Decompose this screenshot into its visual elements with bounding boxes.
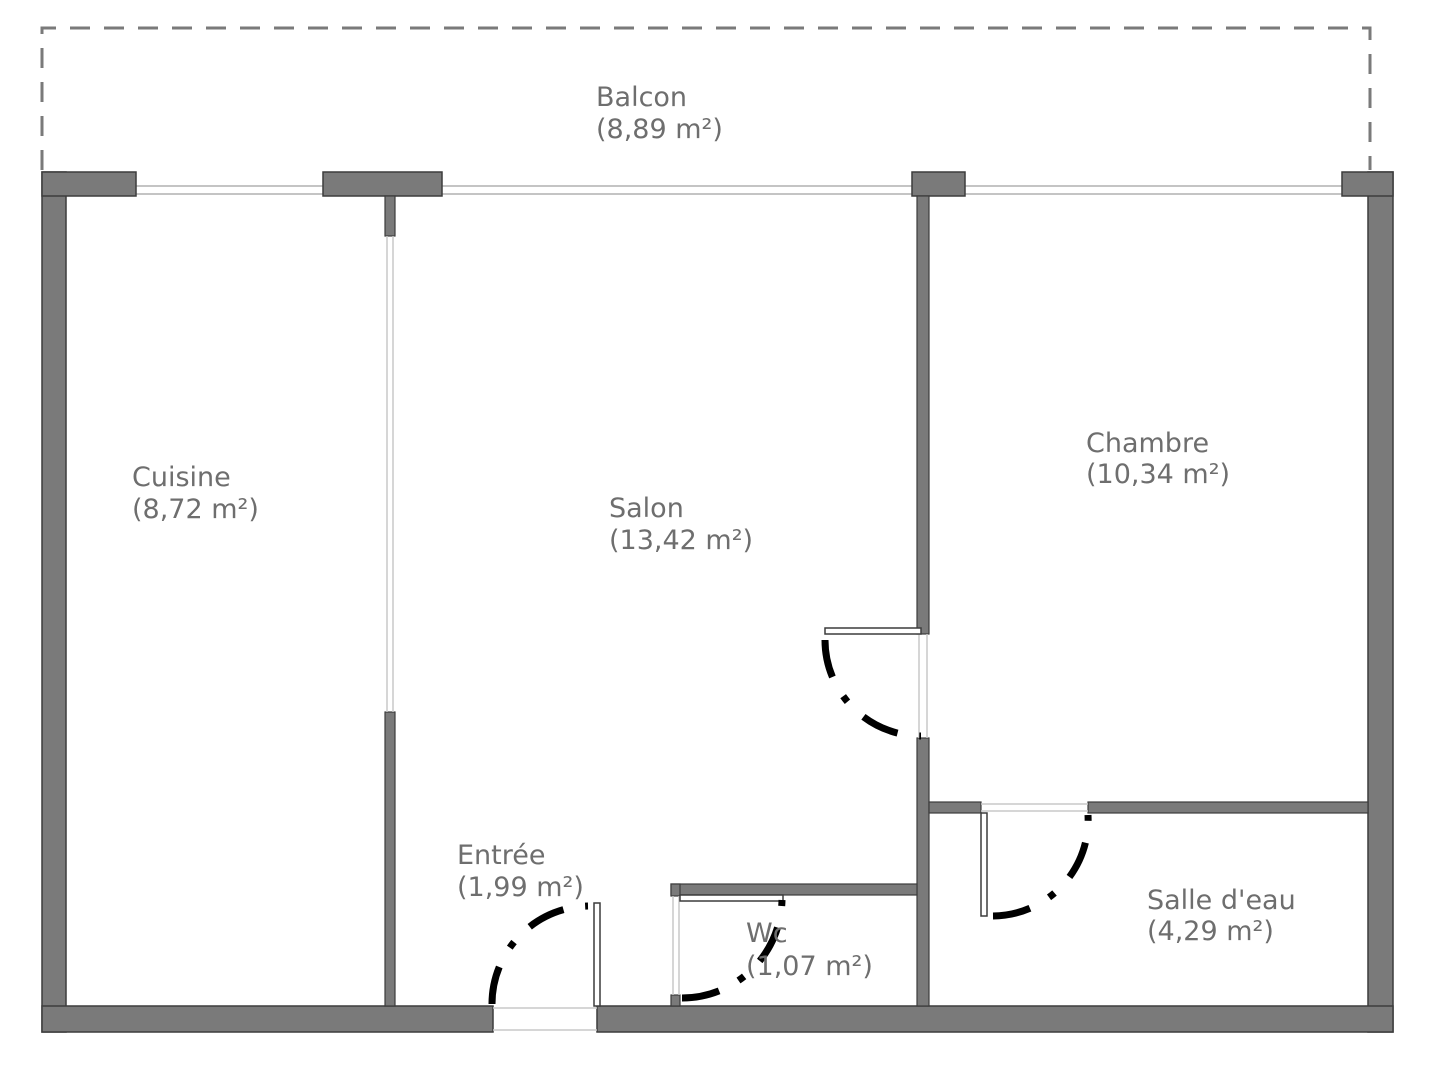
room-name: Entrée <box>457 840 546 871</box>
room-name: Cuisine <box>132 462 231 493</box>
room-name: Salon <box>609 493 684 524</box>
room-area: (8,72 m²) <box>132 494 259 525</box>
door-chambre <box>821 627 922 740</box>
room-area: (4,29 m²) <box>1147 916 1274 947</box>
room-name: Salle d'eau <box>1147 885 1296 916</box>
room-label-salle-eau: Salle d'eau (4,29 m²) <box>1147 885 1296 947</box>
room-label-balcon: Balcon (8,89 m²) <box>596 82 723 145</box>
room-area: (10,34 m²) <box>1086 459 1230 490</box>
room-label-entree: Entrée (1,99 m²) <box>457 840 584 903</box>
room-label-cuisine: Cuisine (8,72 m²) <box>132 462 259 525</box>
door-entree <box>488 902 601 1007</box>
room-area: (13,42 m²) <box>609 525 753 556</box>
room-name: Chambre <box>1086 428 1209 459</box>
room-name: Wc <box>746 918 788 949</box>
room-area: (1,07 m²) <box>746 951 873 982</box>
room-area: (1,99 m²) <box>457 872 584 903</box>
exterior-walls <box>41 171 1394 1033</box>
room-label-chambre: Chambre (10,34 m²) <box>1086 428 1230 490</box>
balcony-outline <box>40 26 1372 170</box>
room-label-salon: Salon (13,42 m²) <box>609 493 753 556</box>
balcony-windows <box>136 185 1342 195</box>
room-name: Balcon <box>596 82 687 113</box>
openings <box>386 236 1088 1031</box>
door-wc <box>679 894 786 1002</box>
interior-walls <box>384 195 1369 1007</box>
room-label-wc: Wc (1,07 m²) <box>746 918 873 982</box>
door-salle-eau <box>980 812 1092 920</box>
room-area: (8,89 m²) <box>596 114 723 145</box>
